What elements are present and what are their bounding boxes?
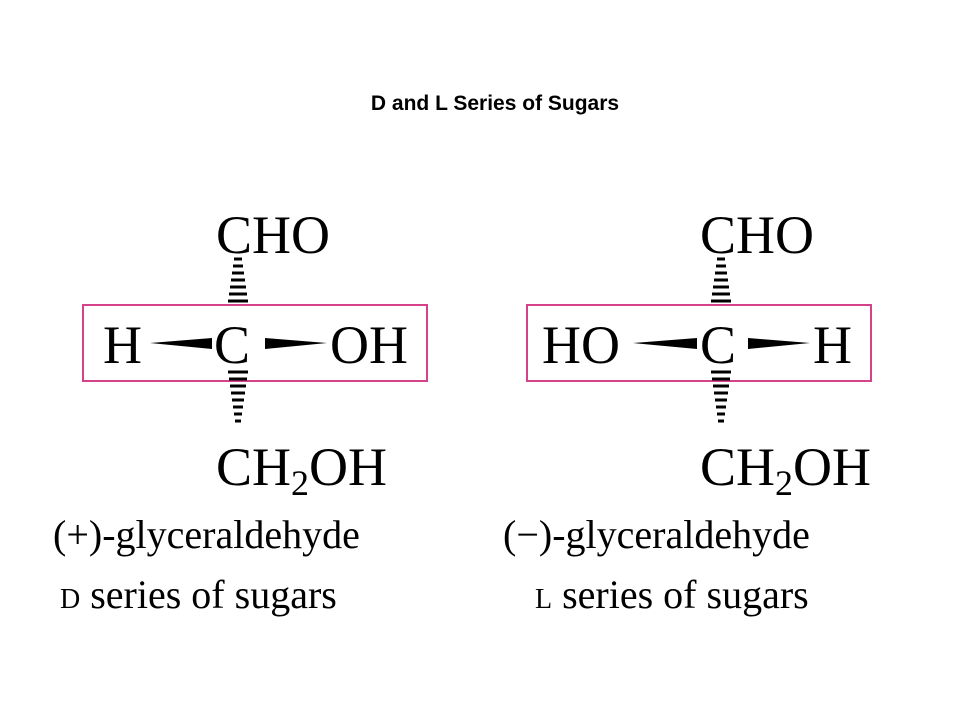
left-hash-bond-up (228, 257, 248, 303)
left-series-text: series of sugars (80, 572, 337, 617)
left-bottom-main: CH (216, 437, 292, 497)
left-highlight-box (82, 304, 428, 382)
right-bottom-subscript: 2 (775, 463, 794, 503)
left-right-group: OH (330, 315, 408, 375)
left-compound-name: (+)-glyceraldehyde (53, 512, 360, 557)
left-bottom-group: CH2OH (216, 440, 387, 501)
right-bottom-tail: OH (793, 437, 872, 497)
right-wedge-bond-left (633, 338, 697, 349)
right-compound-name: (−)-glyceraldehyde (503, 512, 810, 557)
left-top-group: CHO (216, 205, 331, 265)
page-title: D and L Series of Sugars (370, 92, 620, 115)
right-wedge-bond-right (748, 338, 810, 349)
right-bottom-group: CH2OH (700, 440, 871, 501)
right-series-label: l series of sugars (535, 575, 809, 615)
left-bottom-tail: OH (309, 437, 388, 497)
right-series-letter: l (535, 572, 553, 617)
right-hash-bond-up (711, 257, 731, 303)
right-top-group: CHO (700, 205, 815, 265)
left-hash-bond-down (228, 370, 248, 423)
left-series-letter: d (60, 572, 81, 617)
right-left-group: HO (542, 315, 620, 375)
right-series-text: series of sugars (552, 572, 809, 617)
left-wedge-bond-left (150, 338, 212, 349)
left-left-group: H (103, 315, 142, 375)
right-hash-bond-down (711, 370, 731, 423)
left-bottom-subscript: 2 (291, 463, 310, 503)
left-series-label: d series of sugars (60, 575, 337, 615)
left-wedge-bond-right (265, 338, 327, 349)
right-bottom-main: CH (700, 437, 776, 497)
right-right-group: H (813, 315, 852, 375)
right-highlight-box (526, 304, 872, 382)
right-center-carbon: C (700, 315, 737, 375)
left-center-carbon: C (214, 315, 251, 375)
